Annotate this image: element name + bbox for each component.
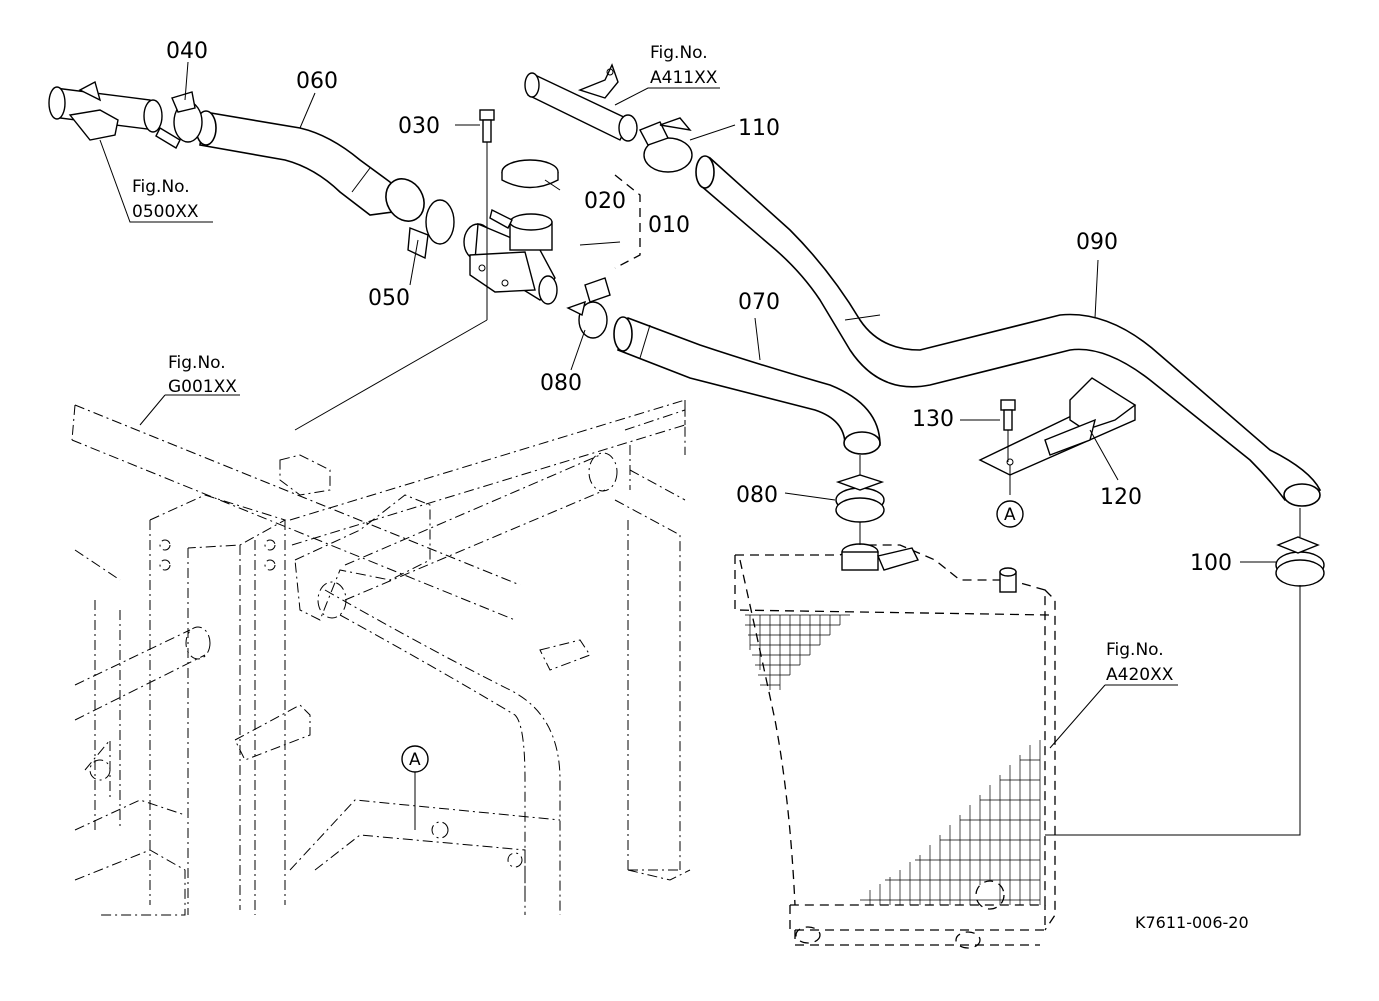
clamp-050: [407, 199, 455, 260]
hose-070: [613, 316, 881, 455]
callout-050: 050: [368, 286, 410, 311]
marker-a-bracket-label: A: [1004, 505, 1016, 525]
fig-ref-a420-title: Fig.No.: [1106, 640, 1164, 660]
pipe-a411: [524, 63, 638, 142]
hose-090: [695, 155, 1322, 507]
callout-080-lower: 080: [736, 483, 778, 508]
marker-a-frame: A: [401, 745, 429, 773]
fig-ref-0500-title: Fig.No.: [132, 177, 190, 197]
callout-100: 100: [1190, 551, 1232, 576]
radiator-cap-020: [501, 159, 559, 189]
clamp-040: [155, 91, 203, 149]
clamp-100: [1275, 508, 1325, 587]
clamp-080-upper: [566, 277, 611, 339]
frame-assembly: [71, 399, 691, 916]
callout-080-upper: 080: [540, 371, 582, 396]
fig-ref-g001-code: G001XX: [168, 377, 237, 397]
marker-a-frame-label: A: [409, 750, 421, 770]
figure-references: Fig.No. 0500XX Fig.No. A411XX Fig.No. G0…: [132, 43, 1174, 685]
radiator: [734, 543, 1056, 949]
callouts: 040 060 030 020 010 050 080 070 110 090 …: [166, 39, 1232, 576]
callout-070: 070: [738, 290, 780, 315]
callout-010: 010: [648, 213, 690, 238]
callout-040: 040: [166, 39, 208, 64]
fig-ref-a411-title: Fig.No.: [650, 43, 708, 63]
marker-a-bracket: A: [996, 500, 1024, 528]
drawing-id: K7611-006-20: [1135, 913, 1249, 932]
callout-110: 110: [738, 116, 780, 141]
bolt-030: [294, 109, 495, 431]
fig-ref-0500-code: 0500XX: [132, 202, 199, 222]
bracket-120: [978, 377, 1137, 495]
callout-020: 020: [584, 189, 626, 214]
callout-030: 030: [398, 114, 440, 139]
bolt-130: [1000, 399, 1016, 462]
thermostat-outlet-0500: [48, 80, 163, 141]
callout-120: 120: [1100, 485, 1142, 510]
hose-060: [195, 110, 425, 222]
callout-060: 060: [296, 69, 338, 94]
fig-ref-g001-title: Fig.No.: [168, 353, 226, 373]
water-flange-010: [463, 208, 558, 305]
leader-lines: [99, 61, 1301, 836]
fig-ref-a411-code: A411XX: [650, 68, 718, 88]
clamp-110: [639, 117, 693, 173]
callout-130: 130: [912, 407, 954, 432]
fig-ref-a420-code: A420XX: [1106, 665, 1174, 685]
clamp-080-lower: [835, 455, 885, 545]
callout-090: 090: [1076, 230, 1118, 255]
